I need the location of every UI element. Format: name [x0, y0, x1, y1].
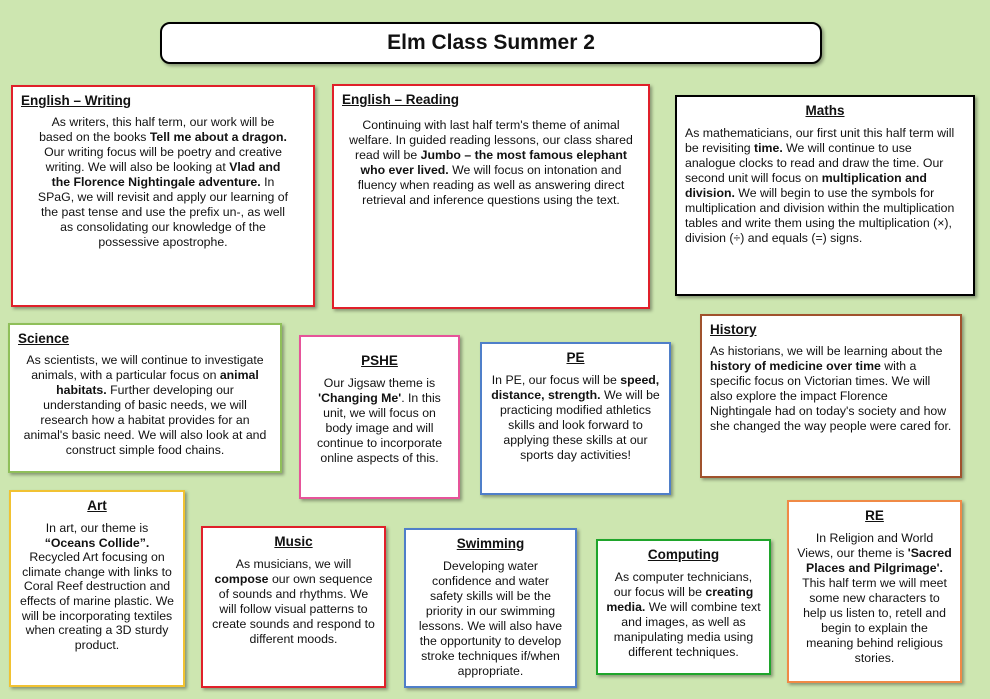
- card-heading: Computing: [647, 547, 720, 562]
- text-segment: This half term we will meet some new cha…: [802, 576, 947, 665]
- text-segment: Our Jigsaw theme is: [323, 376, 436, 390]
- card-text: In PE, our focus will be speed, distance…: [490, 373, 661, 463]
- text-segment: 'Sacred Places and Pilgrimage'.: [806, 546, 952, 575]
- card-text: Our Jigsaw theme is 'Changing Me'. In th…: [309, 376, 450, 466]
- card-text: In Religion and World Views, our theme i…: [797, 531, 952, 666]
- text-segment: Continuing with last half term's theme o…: [349, 118, 633, 162]
- text-segment: compose: [214, 572, 269, 586]
- card-heading: English – Writing: [21, 93, 132, 108]
- text-segment: Developing water confidence and water sa…: [418, 559, 563, 678]
- card-heading: History: [710, 322, 757, 337]
- text-segment: As scientists, we will continue to inves…: [26, 353, 264, 382]
- text-segment: We will be practicing modified athletics…: [499, 388, 660, 462]
- card-heading: Art: [87, 498, 107, 513]
- text-segment: Our writing focus will be poetry and cre…: [44, 145, 282, 174]
- card-art: Art In art, our theme is “Oceans Collide…: [9, 490, 185, 687]
- text-segment: 'Changing Me': [318, 391, 402, 405]
- card-swimming: Swimming Developing water confidence and…: [404, 528, 577, 688]
- text-segment: We will combine text and images, as well…: [613, 600, 761, 659]
- text-segment: As musicians, we will: [235, 557, 352, 571]
- card-text: As scientists, we will continue to inves…: [18, 353, 272, 458]
- text-segment: As historians, we will be learning about…: [710, 344, 943, 358]
- card-re: RE In Religion and World Views, our them…: [787, 500, 962, 683]
- text-segment: time.: [754, 141, 783, 155]
- card-heading: RE: [865, 508, 884, 523]
- card-history: History As historians, we will be learni…: [700, 314, 962, 478]
- card-heading: Swimming: [456, 536, 525, 551]
- card-heading: Music: [274, 534, 313, 549]
- card-text: Developing water confidence and water sa…: [414, 559, 567, 679]
- card-maths: Maths As mathematicians, our first unit …: [675, 95, 975, 296]
- card-computing: Computing As computer technicians, our f…: [596, 539, 771, 675]
- text-segment: speed, distance, strength.: [491, 373, 660, 402]
- card-text: As computer technicians, our focus will …: [606, 570, 761, 660]
- text-segment: Vlad and the Florence Nightingale advent…: [51, 160, 281, 189]
- text-segment: our own sequence of sounds and rhythms. …: [212, 572, 375, 646]
- card-text: As mathematicians, our first unit this h…: [685, 126, 965, 246]
- text-segment: We will focus on intonation and fluency …: [357, 163, 625, 207]
- text-segment: Further developing our understanding of …: [23, 383, 267, 457]
- text-segment: creating media.: [606, 585, 754, 614]
- text-segment: Recycled Art focusing on climate change …: [19, 550, 174, 652]
- card-text: As musicians, we will compose our own se…: [211, 557, 376, 647]
- text-segment: history of medicine over time: [710, 359, 881, 373]
- card-text: As historians, we will be learning about…: [710, 344, 952, 434]
- card-heading: English – Reading: [342, 92, 460, 107]
- card-english-reading: English – Reading Continuing with last h…: [332, 84, 650, 309]
- text-segment: with a specific focus on Victorian times…: [710, 359, 952, 433]
- text-segment: As computer technicians, our focus will …: [613, 570, 753, 599]
- text-segment: In Religion and World Views, our theme i…: [797, 531, 934, 560]
- text-segment: “Oceans Collide”.: [44, 535, 150, 550]
- text-segment: In art, our theme is: [45, 521, 149, 535]
- text-segment: Jumbo – the most famous elephant who eve…: [360, 148, 627, 177]
- text-segment: In SPaG, we will revisit and apply our l…: [37, 175, 289, 249]
- text-segment: In PE, our focus will be: [491, 373, 621, 387]
- card-text: As writers, this half term, our work wil…: [21, 115, 305, 250]
- card-text: In art, our theme is “Oceans Collide”. R…: [19, 521, 175, 652]
- text-segment: multiplication and division.: [685, 171, 927, 200]
- card-music: Music As musicians, we will compose our …: [201, 526, 386, 688]
- card-heading: Maths: [805, 103, 845, 118]
- card-english-writing: English – Writing As writers, this half …: [11, 85, 315, 307]
- text-segment: Tell me about a dragon.: [149, 130, 287, 144]
- card-pshe: PSHE Our Jigsaw theme is 'Changing Me'. …: [299, 335, 460, 499]
- text-segment: We will begin to use the symbols for mul…: [685, 186, 955, 245]
- card-text: Continuing with last half term's theme o…: [342, 114, 640, 208]
- card-heading: PE: [566, 350, 585, 365]
- card-heading: PSHE: [361, 353, 398, 368]
- page-title: Elm Class Summer 2: [160, 22, 822, 64]
- card-pe: PE In PE, our focus will be speed, dista…: [480, 342, 671, 495]
- card-science: Science As scientists, we will continue …: [8, 323, 282, 473]
- text-segment: animal habitats.: [56, 368, 259, 397]
- text-segment: We will continue to use analogue clocks …: [685, 141, 944, 185]
- text-segment: As mathematicians, our first unit this h…: [685, 126, 955, 155]
- text-segment: As writers, this half term, our work wil…: [39, 115, 275, 144]
- text-segment: . In this unit, we will focus on body im…: [316, 391, 443, 465]
- card-heading: Science: [18, 331, 70, 346]
